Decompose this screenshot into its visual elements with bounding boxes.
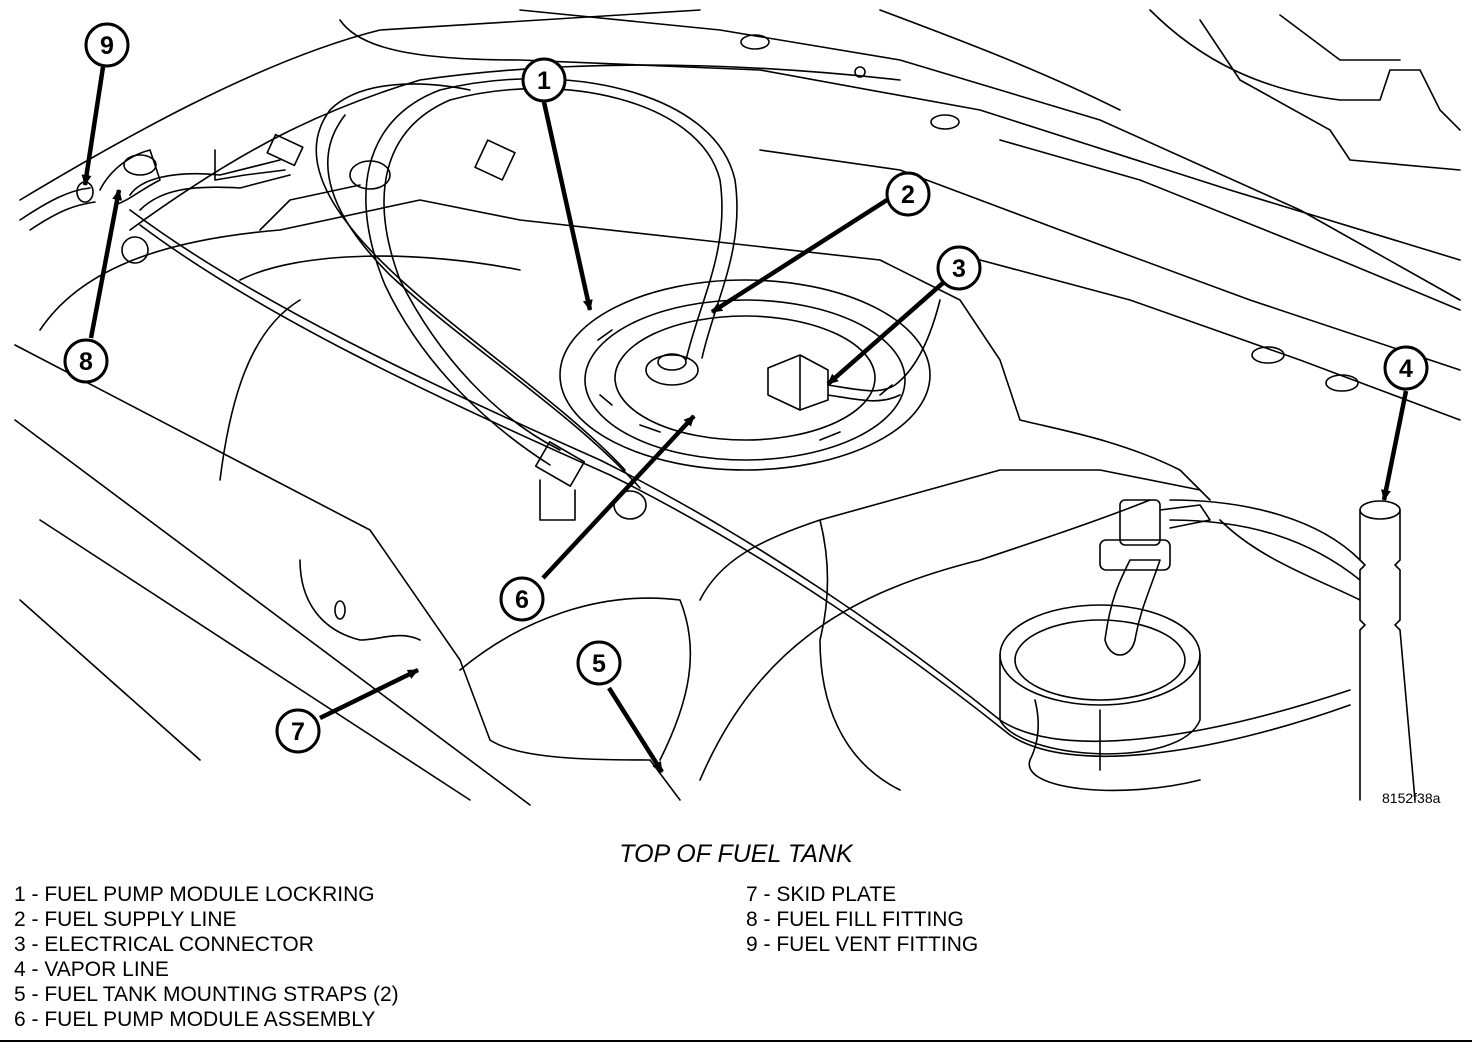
- fuel-tank: [39, 199, 1361, 791]
- callout-3-number: 3: [952, 255, 966, 283]
- figure-id-code: 8152f38a: [1382, 790, 1441, 806]
- callout-3: 3: [936, 245, 982, 291]
- skid-plate: [14, 344, 681, 806]
- callout-9: 9: [84, 22, 130, 68]
- callout-5-number: 5: [592, 650, 606, 678]
- vapor-line-part: [1169, 499, 1416, 801]
- callout-2-number: 2: [901, 181, 915, 209]
- legend-item: 4 - VAPOR LINE: [14, 958, 169, 981]
- legend-right-column: 7 - SKID PLATE 8 - FUEL FILL FITTING 9 -…: [746, 882, 978, 957]
- callout-7-number: 7: [291, 718, 305, 746]
- fill-vent-fittings: [19, 149, 161, 231]
- callout-7: 7: [275, 708, 321, 754]
- fuel-pump-module: [559, 279, 931, 471]
- callout-4-number: 4: [1399, 355, 1413, 383]
- fuel-tank-illustration: 1 2 3 4 5 6 7 8: [14, 9, 1461, 806]
- filler-canister: [999, 499, 1211, 755]
- callout-1-number: 1: [537, 67, 551, 95]
- underbody-panel: [19, 9, 1461, 421]
- legend-item: 9 - FUEL VENT FITTING: [746, 933, 979, 956]
- callout-5: 5: [576, 640, 622, 686]
- callout-6: 6: [499, 576, 545, 622]
- legend-item: 7 - SKID PLATE: [746, 883, 897, 906]
- legend-item: 1 - FUEL PUMP MODULE LOCKRING: [14, 883, 375, 906]
- callout-8-number: 8: [79, 348, 93, 376]
- legend-item: 2 - FUEL SUPPLY LINE: [14, 908, 237, 931]
- legend-item: 6 - FUEL PUMP MODULE ASSEMBLY: [14, 1008, 376, 1031]
- callout-circles: 1 2 3 4 5 6 7 8: [63, 22, 1429, 754]
- electrical-connector: [767, 299, 941, 411]
- callout-1: 1: [521, 57, 567, 103]
- callout-6-number: 6: [515, 586, 529, 614]
- fuel-supply-line: [315, 77, 738, 521]
- legend-item: 5 - FUEL TANK MOUNTING STRAPS (2): [14, 983, 399, 1006]
- bottom-divider: [0, 1040, 1472, 1042]
- callout-2: 2: [885, 171, 931, 217]
- legend-left-column: 1 - FUEL PUMP MODULE LOCKRING 2 - FUEL S…: [14, 882, 399, 1032]
- legend-item: 3 - ELECTRICAL CONNECTOR: [14, 933, 314, 956]
- callout-leaders: [81, 66, 1409, 774]
- callout-4: 4: [1383, 345, 1429, 391]
- callout-9-number: 9: [100, 32, 114, 60]
- legend-item: 8 - FUEL FILL FITTING: [746, 908, 964, 931]
- callout-8: 8: [63, 338, 109, 384]
- tank-hard-lines: [129, 133, 1351, 792]
- figure-caption: TOP OF FUEL TANK: [619, 840, 853, 868]
